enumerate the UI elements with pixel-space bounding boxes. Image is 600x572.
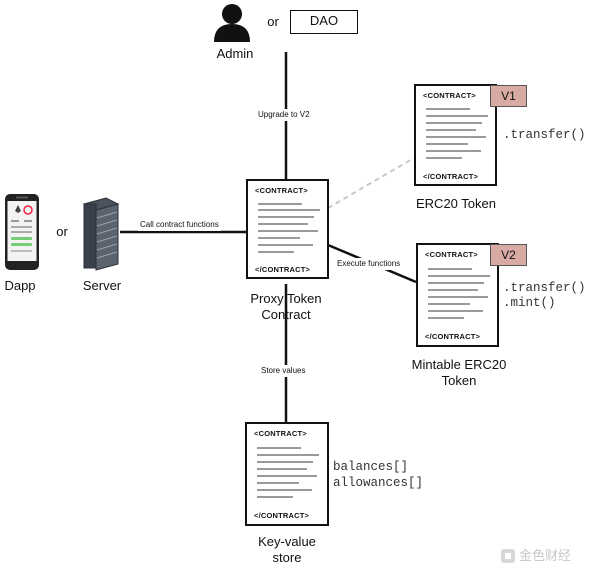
contract-open-tag: <CONTRACT> — [255, 186, 308, 195]
kv-store-contract-card: <CONTRACT> </CONTRACT> — [245, 422, 329, 526]
dapp-phone-icon — [4, 193, 40, 271]
upgrade-label: Upgrade to V2 — [256, 109, 312, 121]
erc20-method-transfer: .transfer() — [503, 128, 586, 142]
proxy-label-line2: Contract — [261, 307, 311, 322]
proxy-label-line1: Proxy Token — [250, 291, 322, 306]
kv-field-allowances: allowances[] — [333, 476, 424, 490]
mintable-contract-card: <CONTRACT> </CONTRACT> — [416, 243, 499, 347]
or-admin-dao: or — [267, 14, 279, 29]
execute-label: Execute functions — [335, 258, 403, 270]
watermark-logo-icon — [500, 548, 516, 564]
kv-field-balances: balances[] — [333, 460, 409, 474]
dao-box: DAO — [290, 10, 358, 34]
contract-close-tag: </CONTRACT> — [255, 265, 311, 274]
mintable-method-transfer: .transfer() — [503, 281, 586, 295]
contract-open-tag: <CONTRACT> — [425, 250, 478, 259]
mintable-method-mint: .mint() — [503, 296, 556, 310]
dapp-label: Dapp — [4, 278, 36, 293]
admin-label: Admin — [216, 46, 254, 61]
version-badge-v2: V2 — [490, 244, 527, 266]
mintable-label-line2: Token — [441, 373, 477, 388]
contract-close-tag: </CONTRACT> — [423, 172, 479, 181]
legacy-connector — [327, 157, 415, 209]
proxy-contract-card: <CONTRACT> </CONTRACT> — [246, 179, 329, 279]
contract-open-tag: <CONTRACT> — [423, 91, 476, 100]
kv-label-line1: Key-value — [258, 534, 316, 549]
watermark-text: 金色财经 — [519, 548, 572, 563]
contract-close-tag: </CONTRACT> — [254, 511, 310, 520]
or-dapp-server: or — [56, 224, 68, 239]
call-label: Call contract functions — [138, 219, 221, 231]
admin-icon — [212, 2, 252, 42]
erc20-label: ERC20 Token — [416, 196, 496, 211]
server-icon — [82, 196, 120, 272]
erc20-contract-card: <CONTRACT> </CONTRACT> — [414, 84, 497, 186]
contract-close-tag: </CONTRACT> — [425, 332, 481, 341]
contract-open-tag: <CONTRACT> — [254, 429, 307, 438]
store-label: Store values — [259, 365, 308, 377]
kv-label-line2: store — [272, 550, 302, 565]
server-label: Server — [82, 278, 122, 293]
mintable-label-line1: Mintable ERC20 — [411, 357, 507, 372]
version-badge-v1: V1 — [490, 85, 527, 107]
